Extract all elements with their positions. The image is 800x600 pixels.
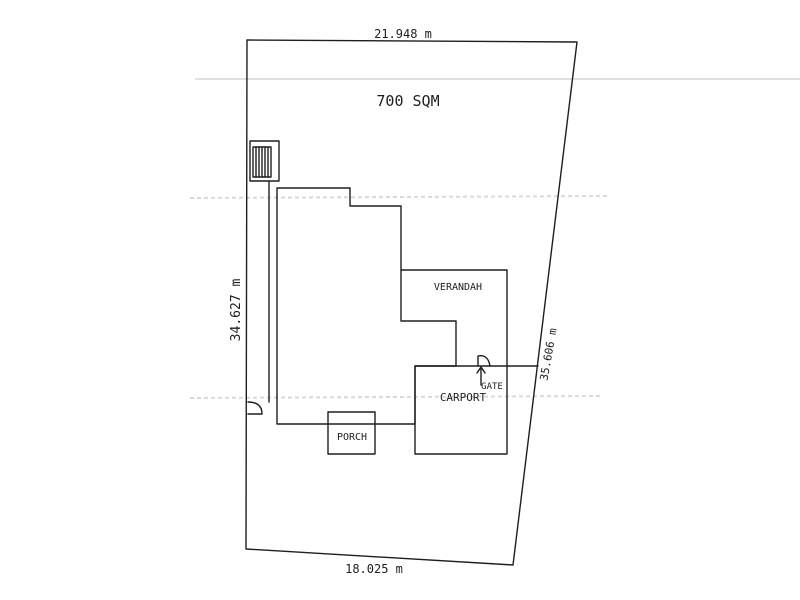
scan-artifact-ghost — [189, 395, 601, 399]
property-boundary — [245, 39, 578, 566]
gate-arrow — [476, 366, 486, 386]
tank-symbol — [249, 140, 280, 182]
carport-label: CARPORT — [440, 391, 487, 404]
carport-area — [414, 365, 508, 455]
scan-artifact-ghost — [189, 195, 611, 199]
dimension-bottom-label: 18.025 m — [345, 562, 403, 576]
house-outline — [276, 187, 457, 425]
dimension-top-label: 21.948 m — [374, 27, 432, 41]
side-door-swing — [247, 401, 263, 415]
gate-swing — [477, 355, 491, 367]
dimension-left-group: 34.627 m — [229, 279, 244, 342]
porch-area — [327, 411, 376, 455]
area-label: 700 SQM — [376, 92, 439, 110]
verandah-area — [400, 269, 508, 367]
dimension-left-label: 34.627 m — [229, 279, 244, 342]
porch-label: PORCH — [337, 432, 367, 443]
gate-label: GATE — [481, 382, 503, 392]
verandah-label: VERANDAH — [434, 282, 482, 293]
